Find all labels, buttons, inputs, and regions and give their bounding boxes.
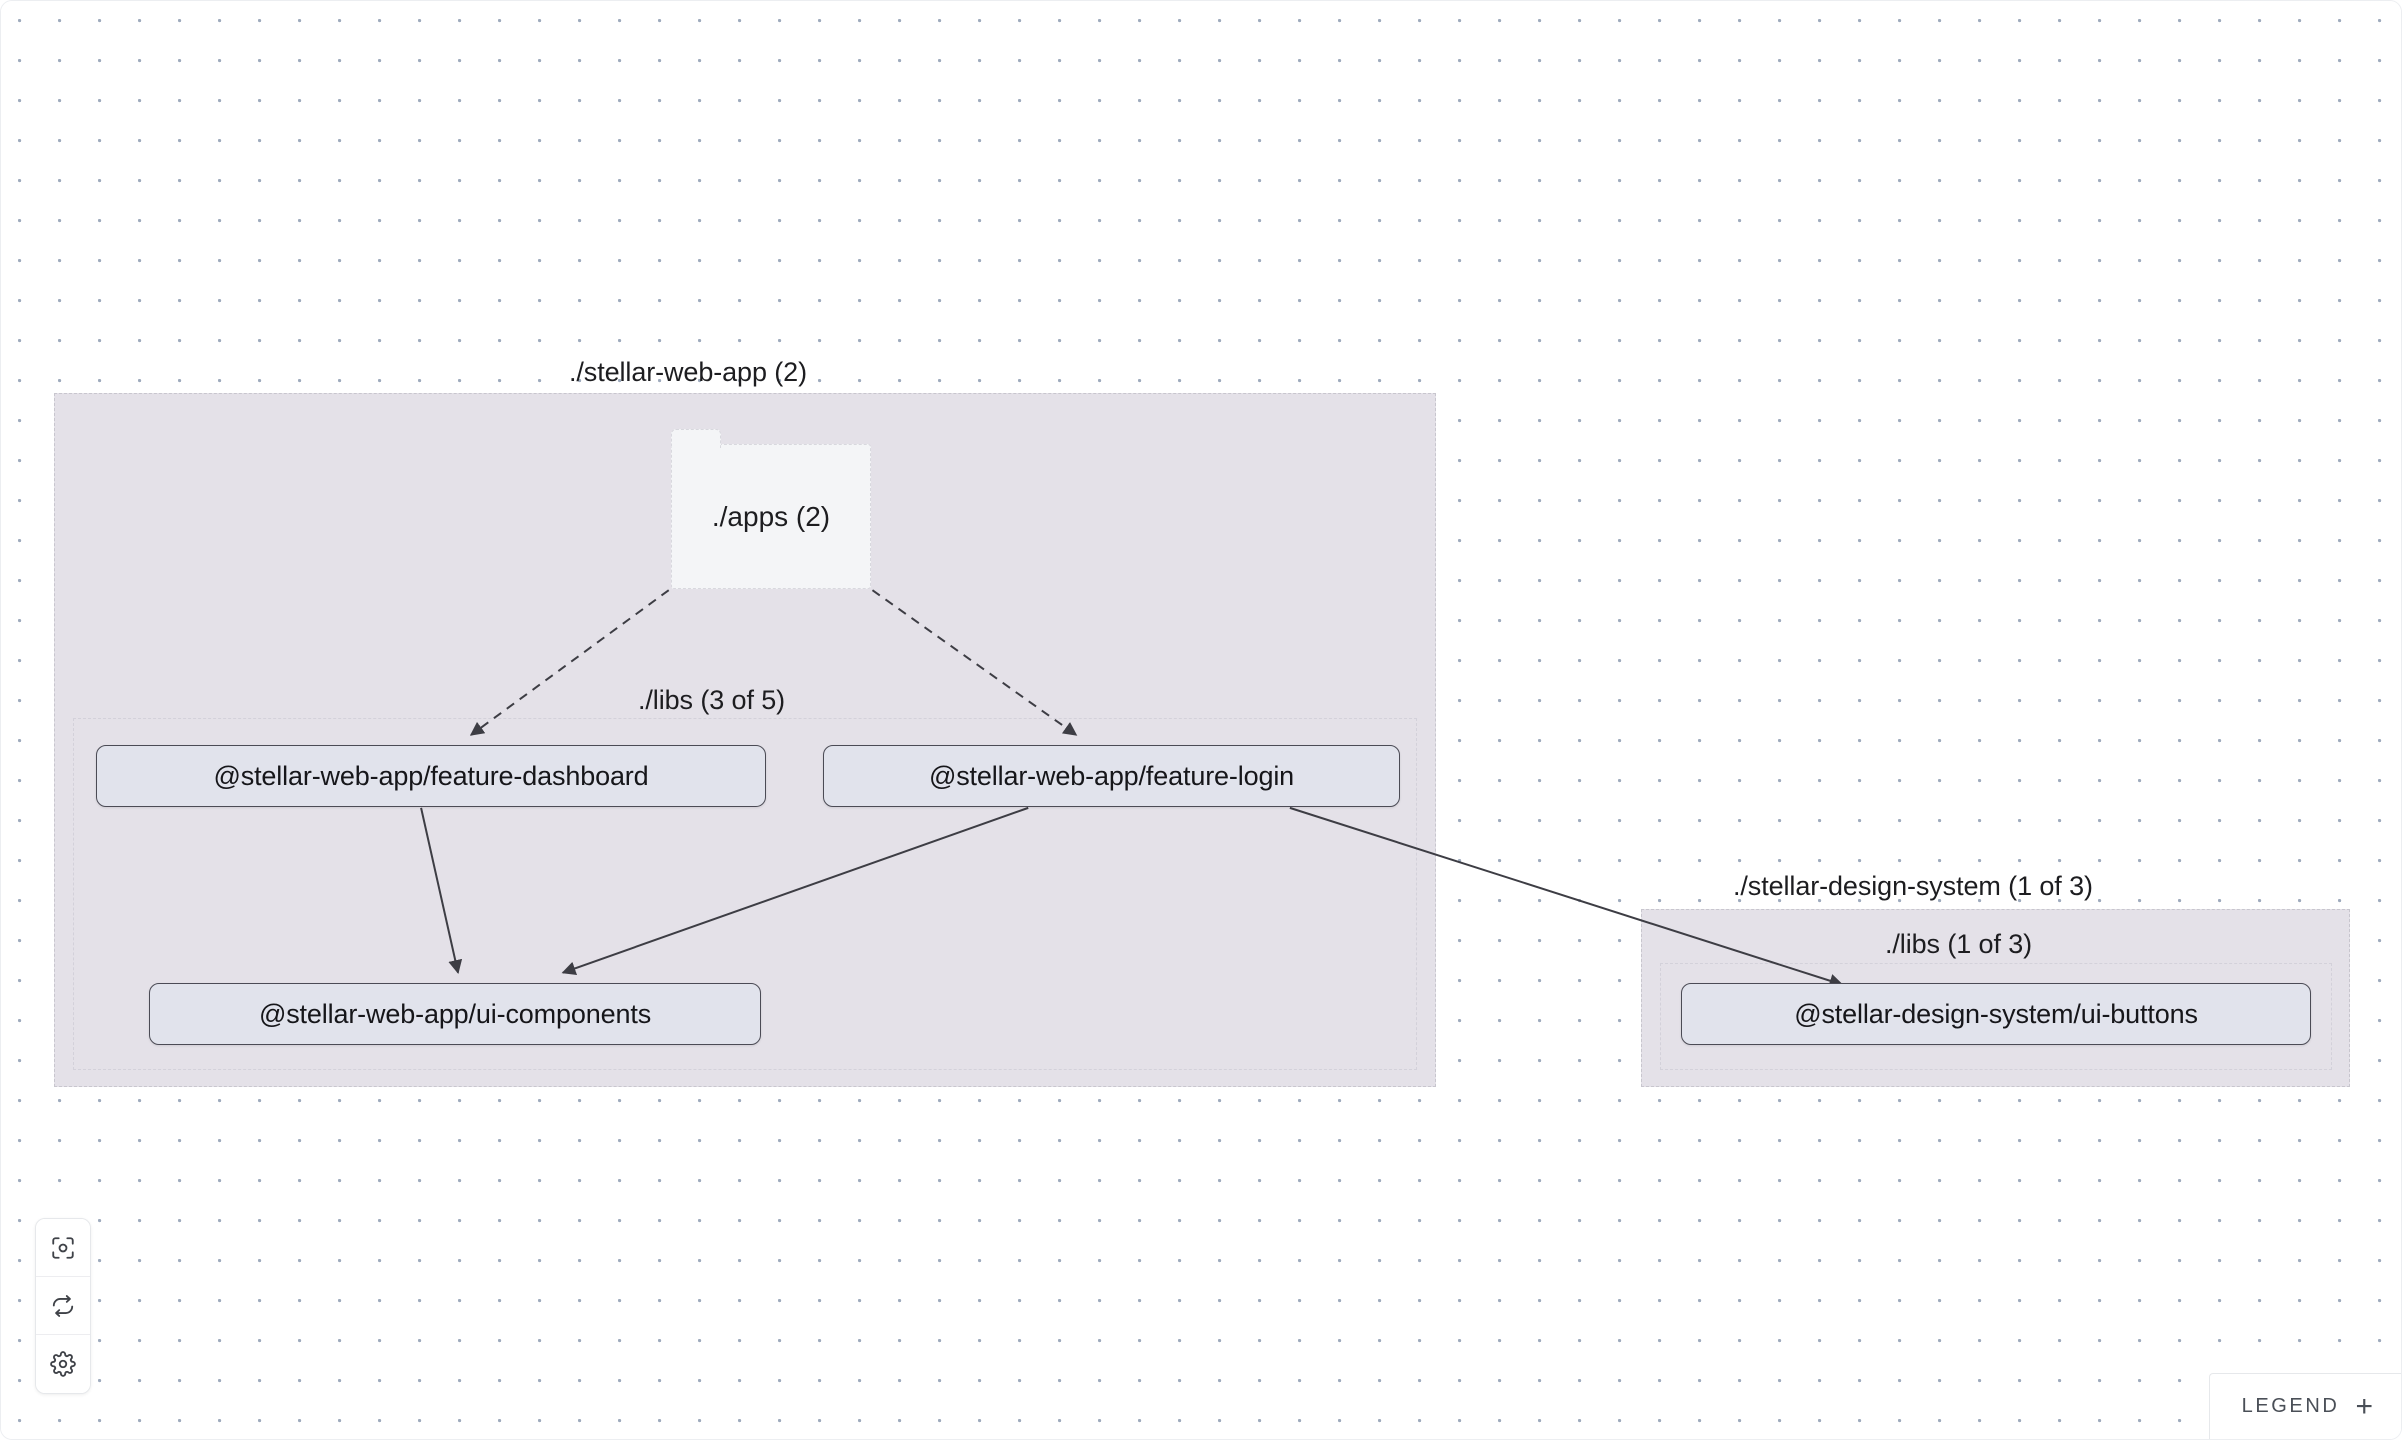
refresh-icon [52,1294,74,1317]
node-feature-dashboard[interactable]: @stellar-web-app/feature-dashboard [96,745,766,807]
node-feature-dashboard-label: @stellar-web-app/feature-dashboard [213,760,649,791]
group-label-stellar-design-system: ./stellar-design-system (1 of 3) [1733,871,2093,901]
group-label-stellar-design-system-libs: ./libs (1 of 3) [1885,929,2033,959]
reset-graph-button[interactable] [36,1277,90,1335]
settings-button[interactable] [36,1335,90,1393]
node-feature-login-label: @stellar-web-app/feature-login [928,760,1295,791]
node-ui-buttons-label: @stellar-design-system/ui-buttons [1794,998,2198,1029]
gear-icon [50,1351,76,1377]
node-ui-components[interactable]: @stellar-web-app/ui-components [149,983,761,1045]
node-ui-components-label: @stellar-web-app/ui-components [258,998,652,1029]
node-feature-login[interactable]: @stellar-web-app/feature-login [823,745,1400,807]
group-label-stellar-web-app: ./stellar-web-app (2) [569,357,807,387]
group-label-stellar-web-app-libs: ./libs (3 of 5) [638,685,786,715]
folder-node-apps[interactable]: ./apps (2) [671,429,871,589]
focus-graph-button[interactable] [36,1219,90,1277]
folder-node-apps-label: ./apps (2) [711,500,831,532]
focus-target-icon [52,1236,74,1259]
legend-label: LEGEND [2241,1395,2340,1417]
group-stellar-design-system-libs[interactable] [1660,963,2332,1070]
legend-expand-icon[interactable]: + [2355,1389,2373,1423]
node-ui-buttons[interactable]: @stellar-design-system/ui-buttons [1681,983,2311,1045]
graph-controls [35,1218,91,1394]
legend-panel[interactable]: LEGEND + [2208,1373,2401,1439]
